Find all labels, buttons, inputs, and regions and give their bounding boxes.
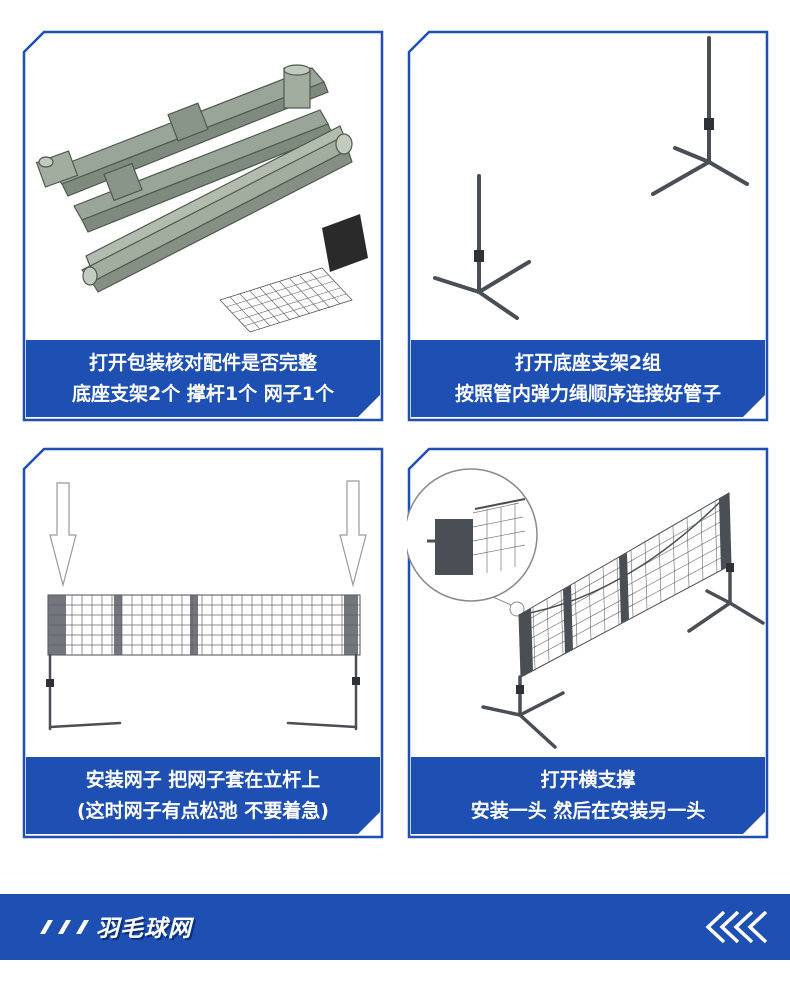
caption-line-1: 打开包装核对配件是否完整 (88, 351, 317, 374)
step-card-1: 打开包装核对配件是否完整 底座支架2个 撑杆1个 网子1个 (22, 30, 384, 422)
step-caption: 打开横支撑 安装一头 然后在安装另一头 (411, 757, 765, 834)
down-arrow-icon (49, 480, 367, 588)
step-card-4: 打开横支撑 安装一头 然后在安装另一头 (407, 447, 769, 839)
step-card-2: 打开底座支架2组 按照管内弹力绳顺序连接好管子 (407, 30, 769, 422)
speed-dashes-icon (40, 920, 89, 934)
base-stands-illustration (433, 36, 749, 320)
caption-line-1: 安装网子 把网子套在立杆上 (85, 768, 321, 791)
card-frame (407, 30, 769, 422)
caption-line-2: 按照管内弹力绳顺序连接好管子 (454, 382, 721, 405)
caption-line-2: (这时网子有点松弛 不要着急) (77, 799, 329, 822)
detail-zoom (407, 468, 538, 617)
step-card-3: 安装网子 把网子套在立杆上 (这时网子有点松弛 不要着急) (22, 447, 384, 839)
caption-line-1: 打开横支撑 (540, 768, 636, 791)
step-caption: 安装网子 把网子套在立杆上 (这时网子有点松弛 不要着急) (26, 757, 380, 834)
crossbar-illustration (407, 468, 765, 749)
step-caption: 打开包装核对配件是否完整 底座支架2个 撑杆1个 网子1个 (26, 340, 380, 417)
caption-line-1: 打开底座支架2组 (514, 351, 662, 374)
net-panel (47, 594, 361, 656)
net-panel (518, 492, 732, 678)
net-sample (219, 214, 368, 333)
card-frame (407, 447, 769, 839)
caption-line-2: 底座支架2个 撑杆1个 网子1个 (72, 382, 334, 405)
chevrons-left-icon (705, 910, 768, 944)
card-frame (22, 30, 384, 422)
footer-title: 羽毛球网 (96, 916, 192, 942)
caption-line-2: 安装一头 然后在安装另一头 (470, 799, 706, 822)
install-net-illustration (46, 480, 367, 731)
footer-banner: 羽毛球网 (0, 894, 790, 960)
card-frame (22, 447, 384, 839)
parts-illustration (35, 64, 368, 333)
step-caption: 打开底座支架2组 按照管内弹力绳顺序连接好管子 (411, 340, 765, 417)
